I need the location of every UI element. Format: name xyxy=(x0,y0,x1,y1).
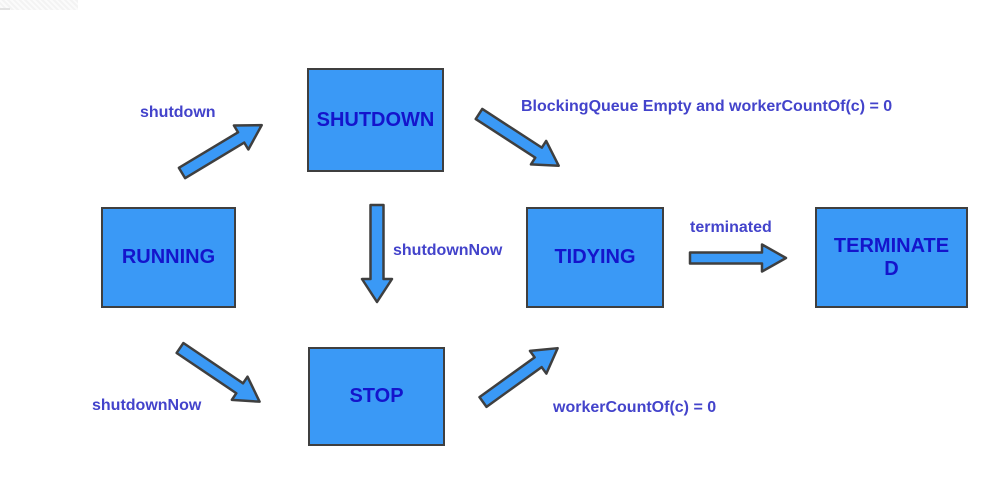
edge-label-shutdown-to-stop: shutdownNow xyxy=(393,242,503,259)
edge-label-running-to-shutdown: shutdown xyxy=(140,104,216,121)
arrow-stop-to-tidying-icon xyxy=(478,346,559,409)
corner-screenshot-artifact xyxy=(0,0,78,10)
arrow-shutdown-to-tidying-icon xyxy=(474,107,560,167)
arrow-running-to-stop-icon xyxy=(175,341,261,403)
state-node-label: TIDYING xyxy=(554,246,636,268)
arrow-shutdown-to-stop-icon xyxy=(360,203,394,304)
edge-label-stop-to-tidying: workerCountOf(c) = 0 xyxy=(553,399,717,416)
state-node-label: TERMINATED xyxy=(833,234,950,280)
state-node-stop: STOP xyxy=(308,347,445,446)
edge-label-tidying-to-terminated: terminated xyxy=(690,219,772,236)
edge-label-running-to-stop: shutdownNow xyxy=(92,397,202,414)
arrow-tidying-to-terminated-icon xyxy=(688,243,788,273)
state-node-running: RUNNING xyxy=(101,207,236,308)
state-node-label: STOP xyxy=(349,385,404,407)
arrow-running-to-shutdown-icon xyxy=(177,123,263,180)
state-node-shutdown: SHUTDOWN xyxy=(307,68,444,172)
state-node-tidying: TIDYING xyxy=(526,207,664,308)
state-node-label: SHUTDOWN xyxy=(316,108,435,131)
state-node-label: RUNNING xyxy=(121,246,216,268)
edge-label-shutdown-to-tidying: BlockingQueue Empty and workerCountOf(c)… xyxy=(521,98,893,115)
state-node-terminated: TERMINATED xyxy=(815,207,968,308)
corner-artifact-tick xyxy=(0,8,10,10)
